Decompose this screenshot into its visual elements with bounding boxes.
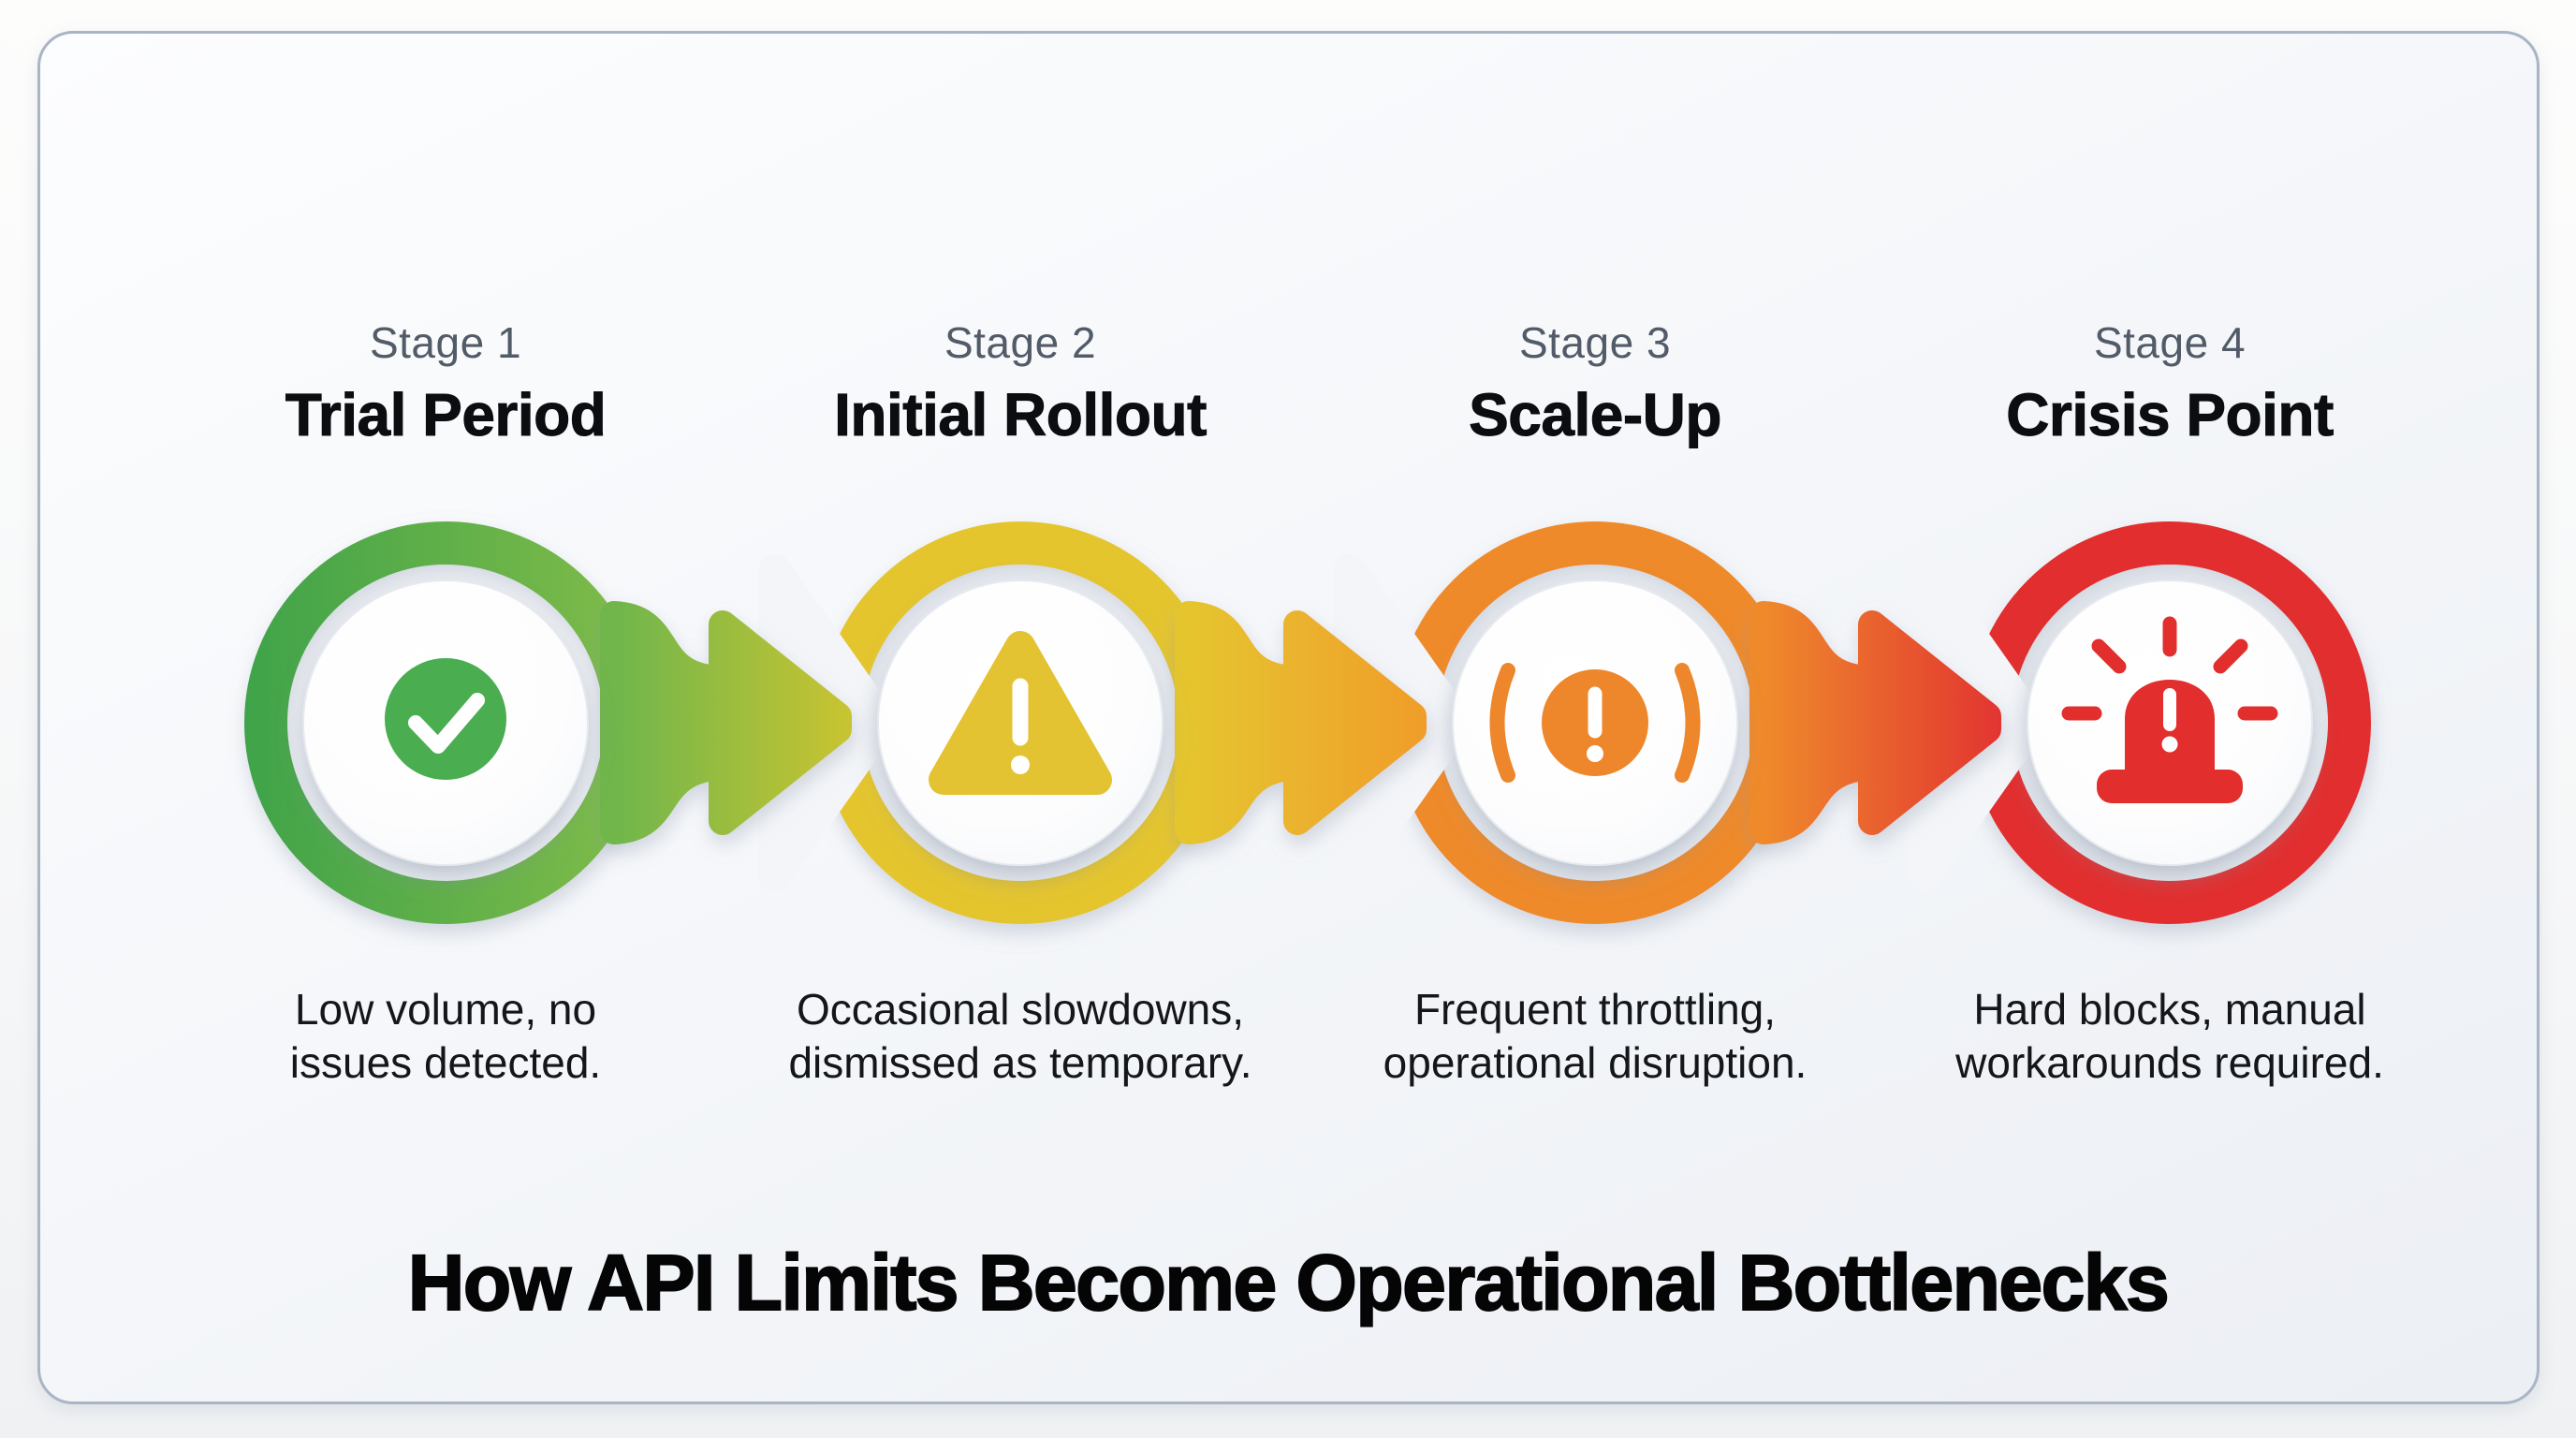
stage-2-heading: Stage 2 Initial Rollout xyxy=(739,318,1301,448)
stage-4-desc-line-1: Hard blocks, manual xyxy=(1973,985,2366,1034)
siren-icon xyxy=(2061,616,2278,803)
stage-4-label: Stage 4 xyxy=(2093,318,2247,367)
main-title: How API Limits Become Operational Bottle… xyxy=(407,1238,2171,1328)
stage-1-heading: Stage 1 Trial Period xyxy=(165,318,726,448)
stage-3-desc-line-2: operational disruption. xyxy=(1383,1038,1808,1087)
stage-4-title: Crisis Point xyxy=(2006,381,2334,448)
stage-3-title: Scale-Up xyxy=(1469,381,1722,448)
warning-triangle-icon xyxy=(929,631,1112,795)
stage-2-description: Occasional slowdowns, dismissed as tempo… xyxy=(739,983,1301,1090)
stage-4-heading: Stage 4 Crisis Point xyxy=(1889,318,2451,448)
stage-2-desc-line-2: dismissed as temporary. xyxy=(788,1038,1252,1087)
stage-2-label: Stage 2 xyxy=(944,318,1097,367)
stage-1-desc-line-2: issues detected. xyxy=(289,1038,602,1087)
arrow-stage1-to-stage2 xyxy=(600,601,852,844)
arrow-stage2-to-stage3 xyxy=(1175,601,1427,844)
stage-3-description: Frequent throttling, operational disrupt… xyxy=(1314,983,1876,1090)
alert-circle-icon xyxy=(1489,663,1701,783)
stage-1-title: Trial Period xyxy=(285,381,607,448)
stage-3-heading: Stage 3 Scale-Up xyxy=(1314,318,1876,448)
stage-2-title: Initial Rollout xyxy=(834,381,1208,448)
stage-1-label: Stage 1 xyxy=(369,318,522,367)
stage-4-desc-line-2: workarounds required. xyxy=(1955,1038,2384,1087)
check-circle-icon xyxy=(385,658,506,780)
stage-3-label: Stage 3 xyxy=(1518,318,1672,367)
stage-2-desc-line-1: Occasional slowdowns, xyxy=(796,985,1245,1034)
arrow-stage3-to-stage4 xyxy=(1749,601,2001,844)
stage-4-description: Hard blocks, manual workarounds required… xyxy=(1889,983,2451,1090)
stage-1-description: Low volume, no issues detected. xyxy=(165,983,726,1090)
stage-1-desc-line-1: Low volume, no xyxy=(294,985,597,1034)
stage-3-desc-line-1: Frequent throttling, xyxy=(1413,985,1777,1034)
